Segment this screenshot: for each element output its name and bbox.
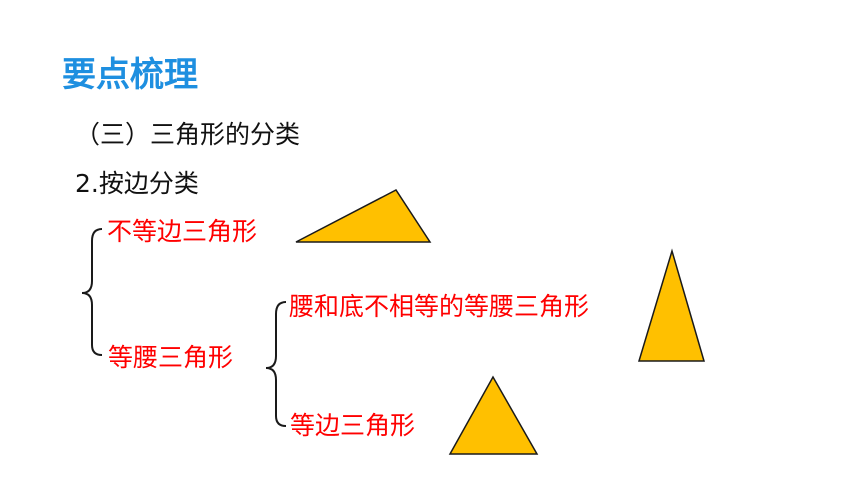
equilateral-triangle-label: 等边三角形 bbox=[290, 411, 416, 440]
equilateral-triangle-shape bbox=[448, 375, 539, 455]
scalene-triangle-shape bbox=[295, 189, 432, 243]
scalene-triangle-label: 不等边三角形 bbox=[107, 217, 258, 246]
isosceles-triangle-shape bbox=[637, 248, 705, 362]
section-heading: （三）三角形的分类 bbox=[75, 120, 301, 149]
subsection-heading: 2.按边分类 bbox=[75, 169, 199, 198]
page-title: 要点梳理 bbox=[62, 55, 198, 95]
inner-brace bbox=[265, 301, 287, 427]
isosceles-non-equilateral-label: 腰和底不相等的等腰三角形 bbox=[289, 292, 590, 321]
outer-brace bbox=[81, 228, 103, 356]
isosceles-triangle-label: 等腰三角形 bbox=[108, 343, 234, 372]
